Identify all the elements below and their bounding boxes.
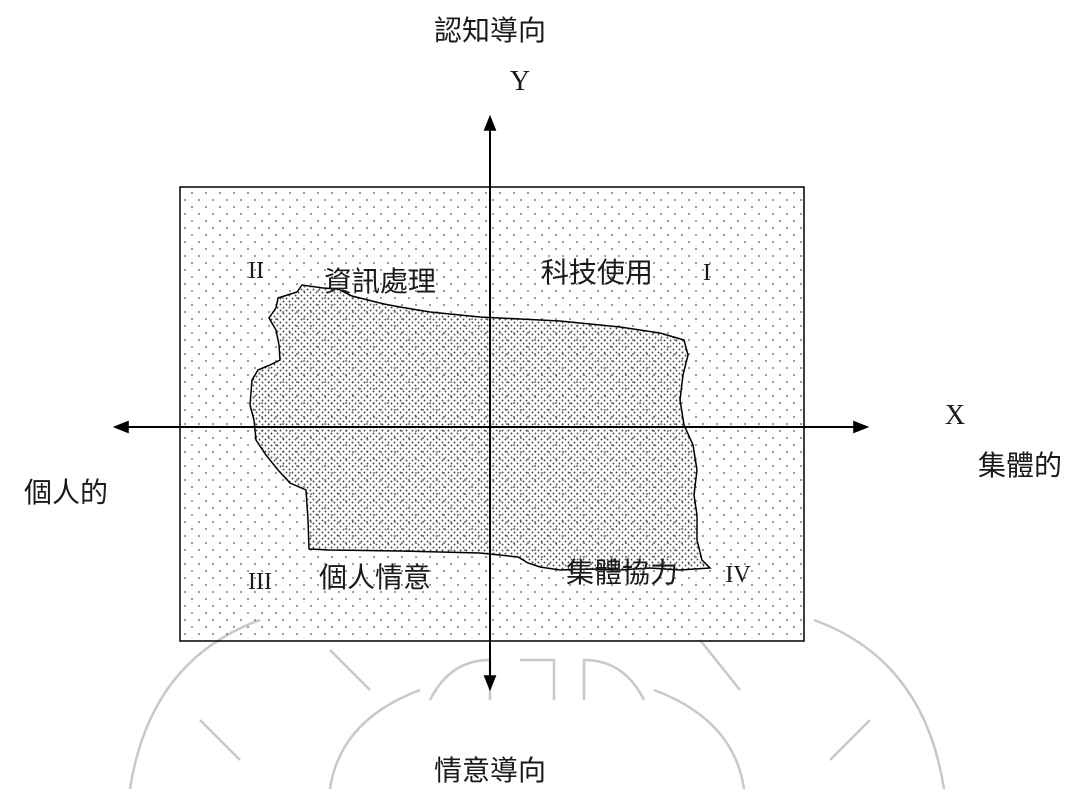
axis-right-label: 集體的 [978,449,1062,482]
axis-left-label: 個人的 [24,476,108,509]
y-axis-letter: Y [510,66,530,97]
axis-bottom-label: 情意導向 [434,754,546,787]
quadrant-2-numeral: II [248,258,264,284]
x-axis-letter: X [945,400,965,431]
quadrant-3-numeral: III [248,569,272,595]
region-label-upper-right: 科技使用 [541,256,653,289]
axis-top-label: 認知導向 [434,14,546,47]
quadrant-1-numeral: I [703,260,711,286]
region-label-upper-left: 資訊處理 [324,265,436,298]
region-label-lower-left: 個人情意 [319,561,431,594]
region-label-lower-right: 集體協力 [566,556,678,589]
quadrant-4-numeral: IV [725,562,751,588]
